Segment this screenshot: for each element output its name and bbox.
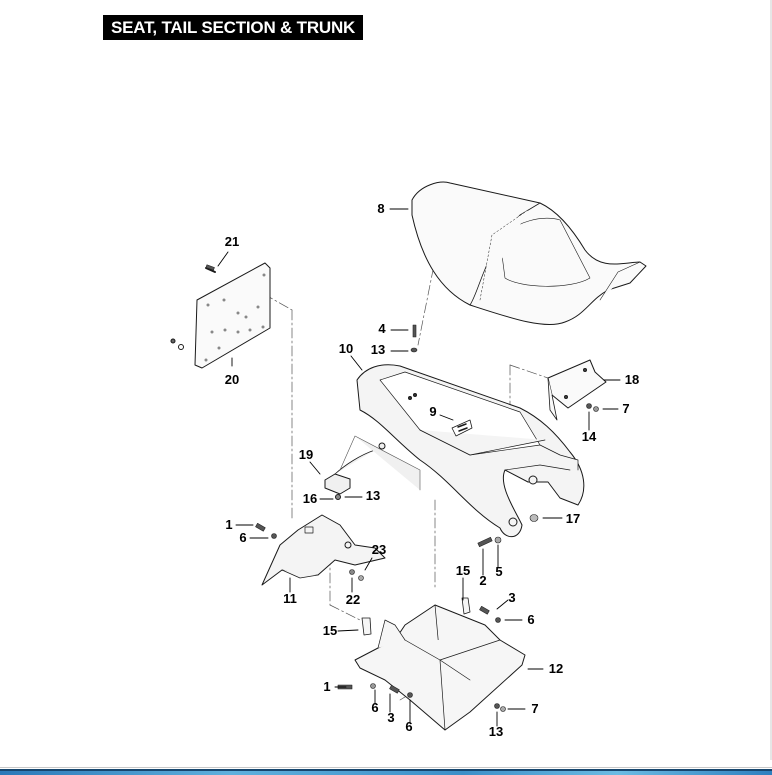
- callout-nut: 7: [531, 701, 539, 716]
- callout-screw: 3: [508, 590, 516, 605]
- callout-washer: 22: [345, 592, 361, 607]
- page-title: SEAT, TAIL SECTION & TRUNK: [103, 15, 364, 40]
- callout-clip: 15: [455, 563, 471, 578]
- callout-spacer: 16: [302, 491, 318, 506]
- page-edge: [770, 0, 772, 760]
- label-part: [451, 419, 473, 437]
- plate-bracket-part: [170, 262, 271, 369]
- footer-rule-dark: [0, 769, 772, 771]
- callout-nut: 23: [371, 542, 387, 557]
- callout-clip: 15: [322, 623, 338, 638]
- callout-nut: 7: [622, 401, 630, 416]
- leader-lines: [217, 208, 621, 727]
- callout-tail-frame: 10: [338, 341, 354, 356]
- callout-bolt: 2: [479, 573, 487, 588]
- footer-bar: [0, 767, 772, 775]
- callout-mudguard: 11: [283, 591, 297, 606]
- callout-bolt: 1: [323, 679, 331, 694]
- callout-bolt: 1: [225, 517, 233, 532]
- callout-washer: 6: [239, 530, 247, 545]
- callout-washer: 6: [527, 612, 535, 627]
- seat-part: [411, 181, 647, 325]
- trunk-part: [354, 597, 526, 731]
- callout-washer: 14: [581, 429, 597, 444]
- callout-washer: 6: [405, 719, 413, 734]
- callout-plate-bracket: 20: [224, 372, 240, 387]
- footer-rule-blue: [0, 771, 772, 775]
- callout-label: 9: [429, 404, 437, 419]
- callout-seat: 8: [377, 201, 385, 216]
- mount-bracket-part: [547, 359, 607, 421]
- callout-screw: 3: [387, 710, 395, 725]
- callout-washer: 5: [495, 564, 503, 579]
- callout-nut: 17: [565, 511, 581, 526]
- callout-trunk: 12: [548, 661, 564, 676]
- mudguard-part: [261, 514, 386, 586]
- callout-washer: 6: [371, 700, 379, 715]
- callout-screw: 21: [224, 234, 240, 249]
- tail-frame-part: [356, 364, 585, 538]
- callout-washer: 13: [365, 488, 381, 503]
- callout-latch: 19: [298, 447, 314, 462]
- callout-bolt: 4: [378, 321, 386, 336]
- callout-washer: 13: [370, 342, 386, 357]
- footer-rule: [0, 767, 772, 768]
- callout-mount-bracket: 18: [624, 372, 640, 387]
- callout-washer: 13: [488, 724, 504, 739]
- latch-part: [324, 435, 421, 500]
